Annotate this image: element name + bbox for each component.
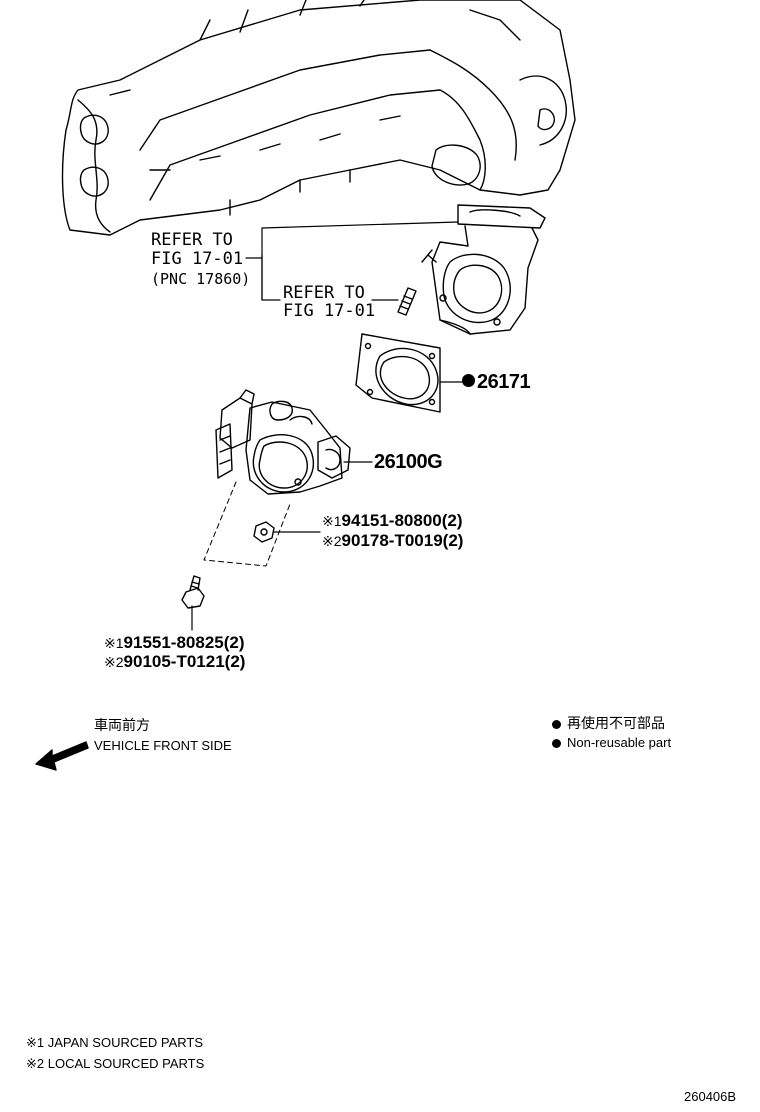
non-reusable-dot-icon xyxy=(462,374,475,387)
figure-id: 260406B xyxy=(684,1089,737,1104)
legend-dot-icon xyxy=(552,719,561,729)
throttle-body-part-number: 26100G xyxy=(374,451,443,473)
legend-non-reusable-jp: 再使用不可部品 xyxy=(552,716,665,730)
gasket-drawing xyxy=(355,333,441,413)
vehicle-front-jp: 車両前方 xyxy=(94,717,150,733)
bolt-part-number-1: ※191551-80825(2) xyxy=(104,633,245,652)
throttle-adaptor-drawing xyxy=(421,204,546,335)
refer-label-1-line2: FIG 17-01 xyxy=(151,249,244,269)
bolt-drawing xyxy=(181,575,205,609)
nut-part-number-2: ※290178-T0019(2) xyxy=(322,531,464,550)
bolt-part-number-2: ※290105-T0121(2) xyxy=(104,652,246,671)
nut-part-number-1: ※194151-80800(2) xyxy=(322,511,463,530)
vehicle-front-arrow xyxy=(35,741,89,771)
stud-bolt-drawing xyxy=(397,287,417,316)
assembly-dashed-lines xyxy=(203,481,291,567)
leader-lines xyxy=(191,221,463,631)
refer-label-1-pnc: (PNC 17860) xyxy=(151,270,251,288)
footnote-japan-sourced: ※1 JAPAN SOURCED PARTS xyxy=(26,1035,204,1050)
refer-label-2-line1: REFER TO xyxy=(283,283,365,303)
legend-non-reusable-en: Non-reusable part xyxy=(552,736,671,749)
nut-drawing xyxy=(253,521,275,543)
footnote-local-sourced: ※2 LOCAL SOURCED PARTS xyxy=(26,1056,205,1071)
vehicle-front-en: VEHICLE FRONT SIDE xyxy=(94,738,232,753)
throttle-body-drawing xyxy=(215,389,351,495)
intake-manifold-drawing xyxy=(61,0,576,236)
gasket-part-number: 26171 xyxy=(462,372,531,392)
refer-label-1-line1: REFER TO xyxy=(151,230,233,250)
refer-label-2-line2: FIG 17-01 xyxy=(283,301,376,321)
legend-dot-icon xyxy=(552,739,561,749)
